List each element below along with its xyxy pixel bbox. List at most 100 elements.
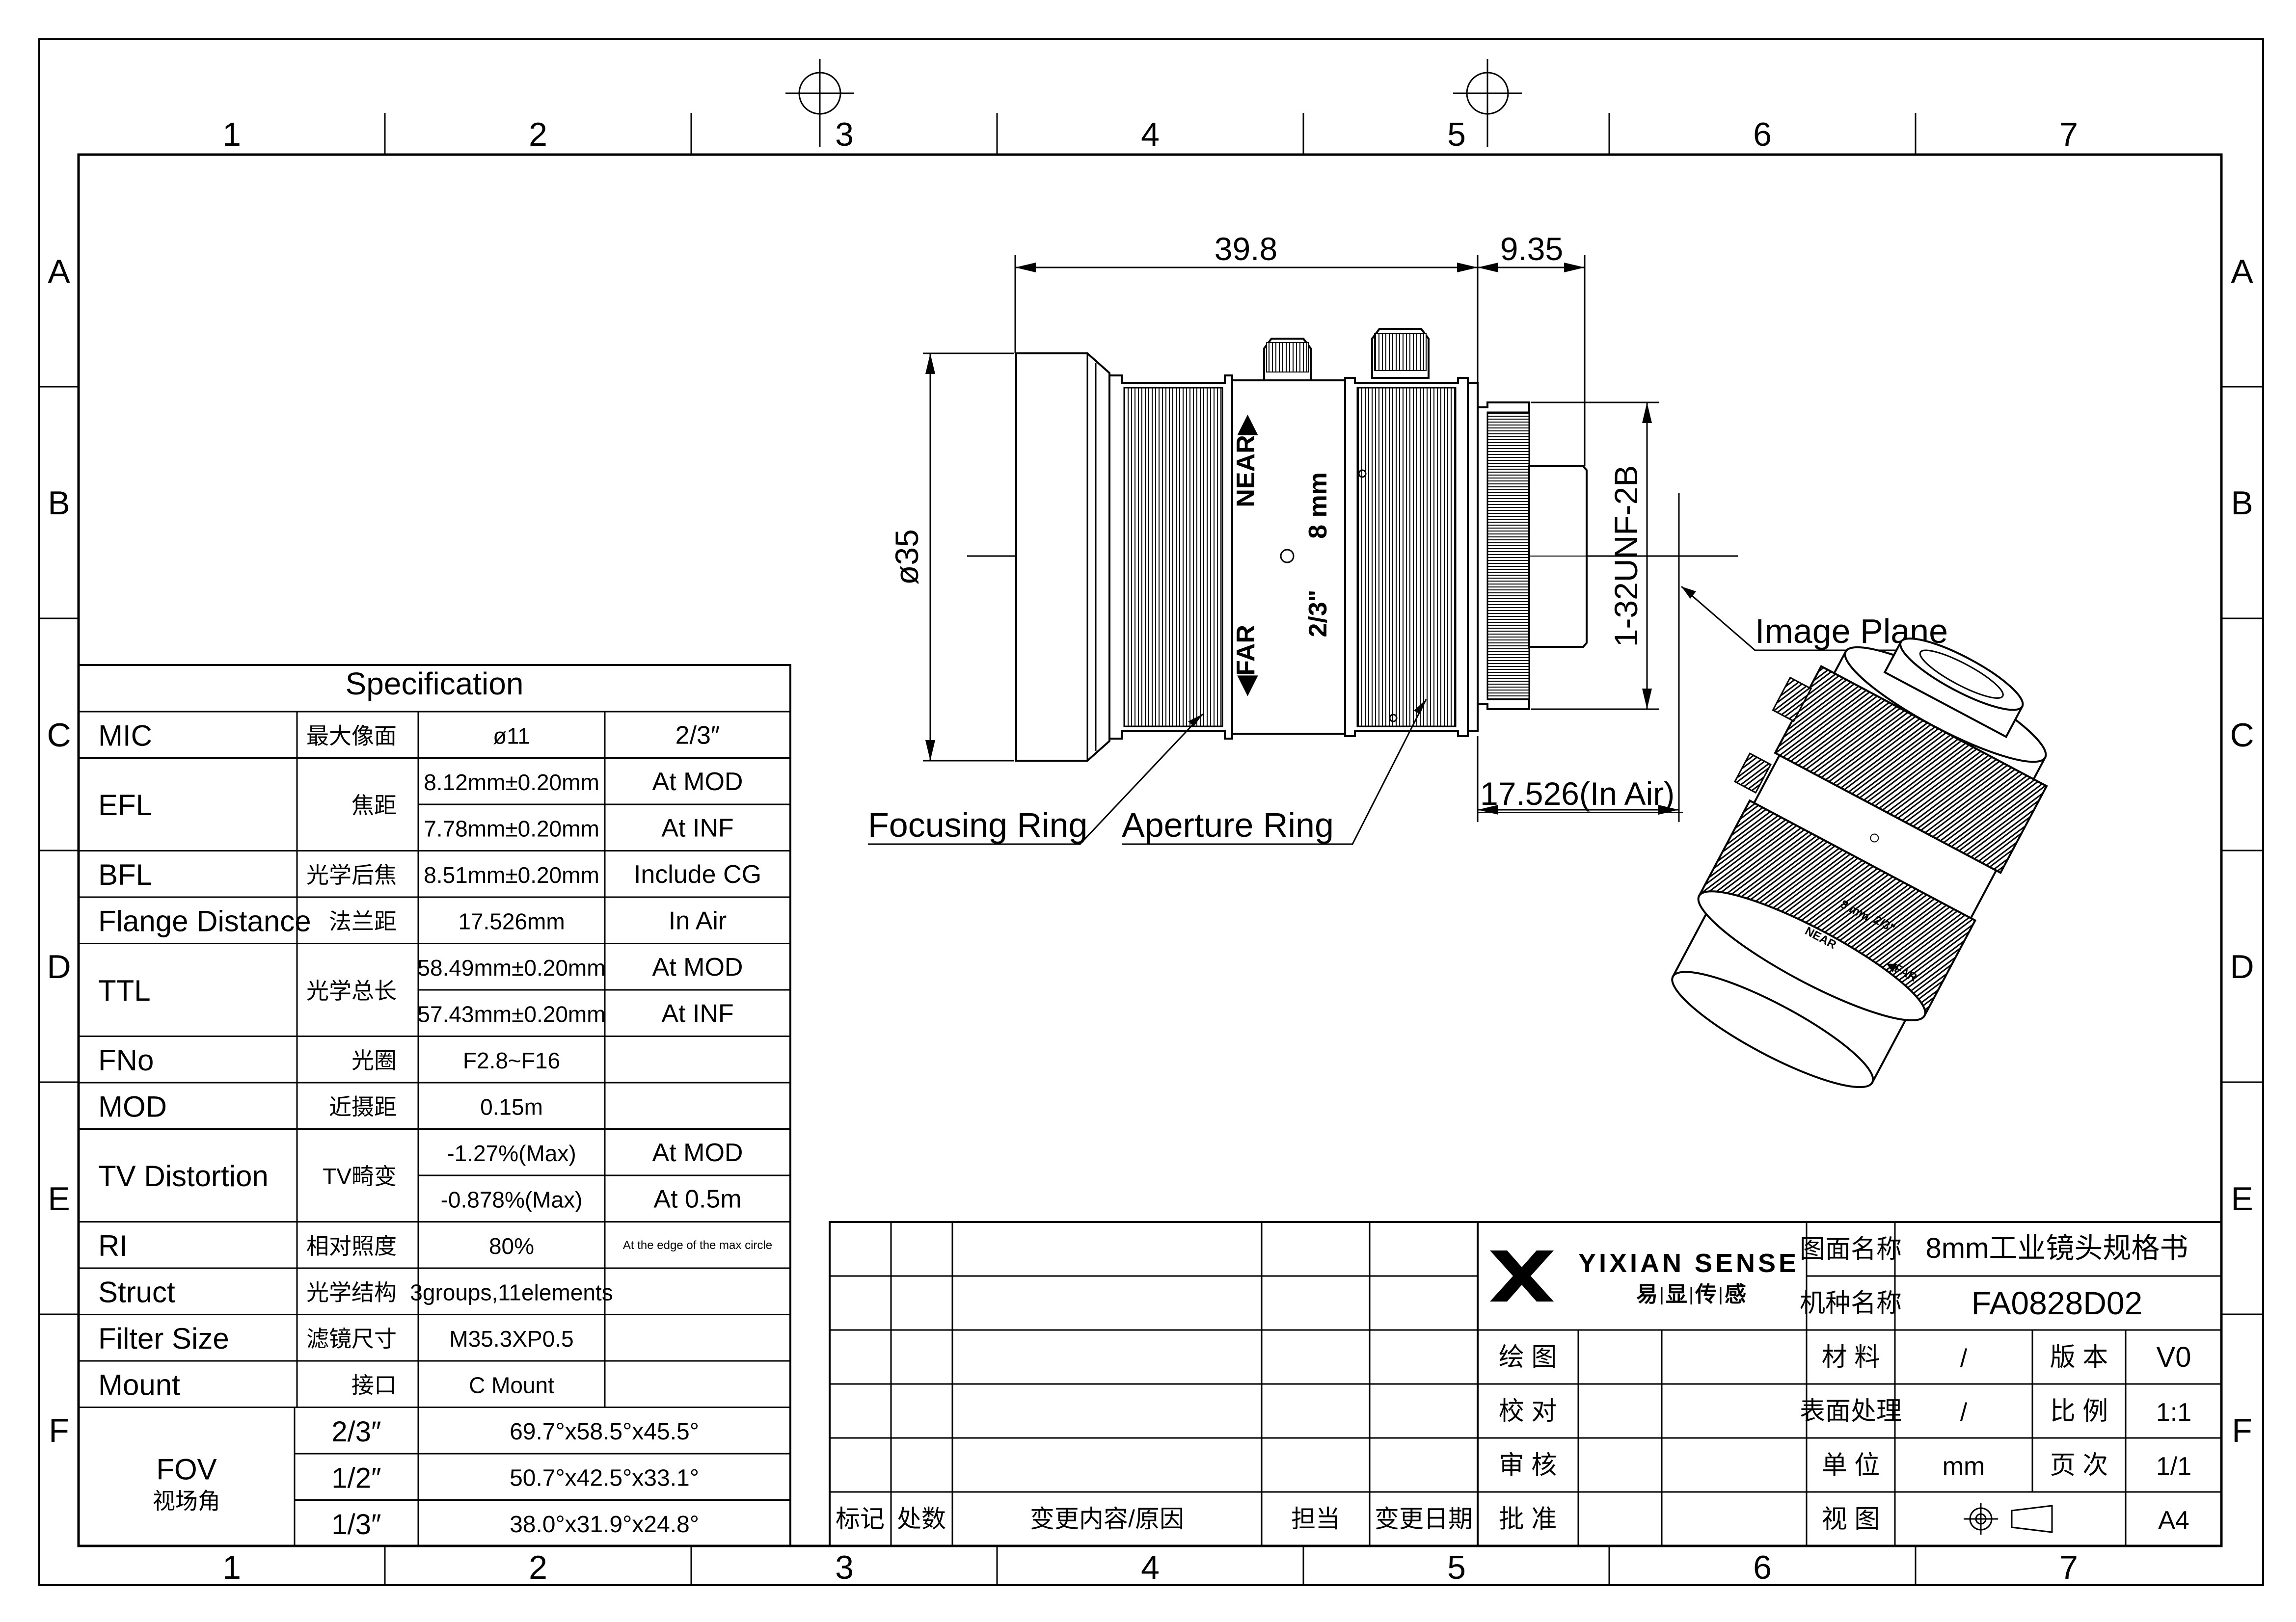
spec-cn-9: 光学结构: [306, 1279, 397, 1305]
fov-sensor-1: 1/2″: [331, 1462, 381, 1494]
company-name: YIXIAN SENSE: [1578, 1249, 1799, 1278]
fov-name: FOV: [156, 1453, 216, 1486]
spec-note-2-0: Include CG: [634, 860, 761, 889]
dim-thread-spec: 1-32UNF-2B: [1608, 465, 1644, 647]
spec-value-6-0: 0.15m: [480, 1094, 543, 1119]
spec-cn-2: 光学后焦: [306, 862, 397, 888]
zone-col-4-bottom: 4: [1141, 1549, 1160, 1586]
zone-row-E-right: E: [2231, 1180, 2253, 1218]
title-block: [1477, 1221, 2222, 1547]
rev-header-content: 变更内容/原因: [1030, 1505, 1184, 1533]
spec-name-6: MOD: [98, 1090, 167, 1123]
drawing-name-label: 图面名称: [1800, 1235, 1902, 1264]
zone-col-7-top: 7: [2059, 116, 2078, 153]
spec-note-1-0: At MOD: [652, 768, 743, 796]
signoff-approve: 批 准: [1499, 1505, 1557, 1534]
spec-name-4: TTL: [98, 974, 151, 1007]
mark-format: 2/3": [1304, 590, 1332, 638]
title-block-text: 图面名称 8mm工业镜头规格书 机种名称 FA0828D02 绘 图 校 对 审…: [1499, 1232, 2191, 1535]
zone-row-C-left: C: [47, 717, 71, 754]
page-value: 1/1: [2156, 1452, 2191, 1481]
zone-row-F-left: F: [49, 1412, 69, 1449]
fov-sensor-0: 2/3″: [331, 1416, 381, 1448]
zone-col-5-bottom: 5: [1447, 1549, 1466, 1586]
company-cn-4: 感: [1725, 1282, 1746, 1306]
dim-length-39-8: 39.8: [1215, 231, 1277, 267]
zone-col-2-top: 2: [529, 116, 547, 153]
zone-ticks: [39, 113, 2263, 1585]
spec-name-10: Filter Size: [98, 1322, 229, 1355]
spec-cn-0: 最大像面: [306, 723, 397, 748]
spec-cn-3: 法兰距: [329, 908, 397, 934]
fov-angles-1: 50.7°x42.5°x33.1°: [510, 1465, 699, 1491]
spec-note-3-0: In Air: [669, 906, 727, 935]
dim-diameter-35: ø35: [889, 529, 925, 585]
spec-cn-8: 相对照度: [306, 1233, 397, 1259]
zone-row-F-right: F: [2232, 1412, 2252, 1449]
rev-header-count: 处数: [897, 1505, 946, 1533]
rev-header-date: 变更日期: [1375, 1505, 1473, 1533]
signoff-review: 审 核: [1499, 1451, 1557, 1480]
spec-grid: [79, 711, 790, 1546]
dimension-lines: [923, 255, 1683, 822]
page-label: 页 次: [2050, 1451, 2108, 1480]
company-cn-1: 易: [1636, 1282, 1658, 1306]
mount-thread: [1486, 411, 1530, 700]
unit-value: mm: [1943, 1452, 1985, 1481]
spec-cn-1: 焦距: [351, 793, 397, 818]
mark-near: NEAR▶: [1232, 414, 1260, 507]
spec-name-5: FNo: [98, 1044, 154, 1077]
zone-col-3-bottom: 3: [835, 1549, 854, 1586]
callout-focusing-ring: Focusing Ring: [868, 806, 1087, 844]
aperture-ring-knurl: [1356, 387, 1457, 727]
fov-angles-2: 38.0°x31.9°x24.8°: [510, 1512, 699, 1538]
model-number: FA0828D02: [1972, 1285, 2143, 1321]
spec-note-1-1: At INF: [661, 814, 733, 842]
unit-label: 单 位: [1822, 1451, 1880, 1480]
zone-col-3-top: 3: [835, 116, 854, 153]
revision-headers: 标记 处数 变更内容/原因 担当 变更日期: [836, 1505, 1473, 1533]
view-label: 视 图: [1822, 1505, 1880, 1534]
spec-name-7: TV Distortion: [98, 1160, 269, 1193]
spec-name-0: MIC: [98, 719, 152, 752]
zone-row-B-left: B: [48, 484, 70, 522]
zone-row-D-left: D: [47, 948, 71, 985]
spec-note-7-1: At 0.5m: [653, 1185, 741, 1213]
zone-col-7-bottom: 7: [2059, 1549, 2078, 1586]
fov-angles-0: 69.7°x58.5°x45.5°: [510, 1419, 699, 1445]
dim-flange-distance: 17.526(In Air): [1480, 775, 1675, 812]
lens-markings: NEAR▶ 8 mm ◀FAR 2/3": [1232, 414, 1332, 696]
x-logo-mark: [1490, 1250, 1554, 1302]
zone-col-1-bottom: 1: [222, 1549, 241, 1586]
zone-col-4-top: 4: [1141, 116, 1160, 153]
signoff-draw: 绘 图: [1499, 1343, 1557, 1372]
dim-length-9-35: 9.35: [1500, 231, 1563, 267]
revision-table: [829, 1221, 1479, 1547]
zone-row-E-left: E: [48, 1180, 70, 1218]
spec-note-4-1: At INF: [661, 999, 733, 1028]
spec-value-3-0: 17.526mm: [458, 908, 565, 934]
spec-value-2-0: 8.51mm±0.20mm: [424, 862, 599, 888]
focusing-ring-knurl: [1123, 387, 1223, 727]
spec-name-3: Flange Distance: [98, 904, 311, 937]
spec-value-5-0: F2.8~F16: [463, 1048, 560, 1073]
spec-cn-7: TV畸变: [323, 1164, 397, 1189]
zone-col-6-bottom: 6: [1753, 1549, 1772, 1586]
finish-value: /: [1960, 1398, 1968, 1427]
spec-name-9: Struct: [98, 1276, 175, 1308]
spec-cn-11: 接口: [351, 1372, 397, 1398]
mark-far: ◀FAR: [1232, 625, 1260, 696]
paper-size: A4: [2158, 1506, 2189, 1535]
zone-col-5-top: 5: [1447, 116, 1466, 153]
spec-name-1: EFL: [98, 789, 152, 822]
material-value: /: [1960, 1344, 1968, 1373]
zone-row-D-right: D: [2230, 948, 2254, 985]
zone-row-B-right: B: [2231, 484, 2253, 522]
signoff-check: 校 对: [1499, 1397, 1557, 1426]
spec-cn-6: 近摄距: [329, 1094, 397, 1119]
mark-focal: 8 mm: [1304, 472, 1332, 539]
spec-cn-10: 滤镜尺寸: [306, 1326, 397, 1352]
